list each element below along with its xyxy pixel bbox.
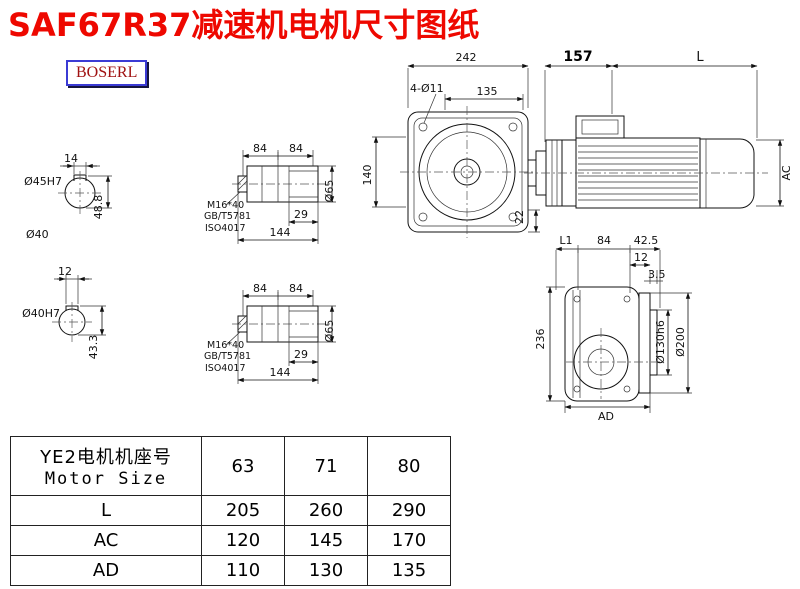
dim-L: L: [696, 50, 704, 65]
table-row-L: L 205 260 290: [10, 495, 451, 526]
dim-keyway-depth-45: 48.8: [92, 195, 105, 220]
table-cell: 135: [367, 555, 451, 586]
dim-242: 242: [456, 51, 477, 64]
brand-logo: BOSERL: [66, 60, 148, 86]
dim-L1: L1: [559, 234, 572, 247]
flange-spigot: [649, 309, 658, 376]
dim-84a: 84: [253, 282, 267, 295]
table-cell: 170: [367, 525, 451, 556]
table-cell: 205: [201, 495, 285, 526]
dim-135: 135: [477, 85, 498, 98]
dim-holes: 4-Ø11: [410, 82, 444, 95]
motor-size-label-en: Motor Size: [44, 469, 168, 489]
table-cell-size-80: 80: [367, 436, 451, 496]
dim-dia65: Ø65: [323, 320, 336, 343]
dim-keyway-width-45: 14: [64, 152, 78, 165]
dim-bore-40: Ø40H7: [22, 307, 60, 320]
view-shaft-end-45: 14 Ø45H7 48.8 Ø40: [24, 152, 112, 241]
table-cell: 120: [201, 525, 285, 556]
output-flange: [638, 292, 651, 394]
dim-flange: Ø200: [674, 327, 687, 357]
dim-12: 12: [634, 251, 648, 264]
bolt-standard-gb: GB/T5781: [204, 211, 251, 222]
page-title: SAF67R37减速机电机尺寸图纸: [8, 6, 480, 44]
dim-outer-40: Ø40: [26, 228, 49, 241]
table-cell-size-71: 71: [284, 436, 368, 496]
fan-cover: [699, 138, 755, 209]
view-front: 242 135 4-Ø11 157 L 140 22 AC: [361, 49, 793, 238]
dim-42-5: 42.5: [634, 234, 659, 247]
terminal-box: [575, 115, 625, 139]
dim-236: 236: [534, 329, 547, 350]
table-cell: 290: [367, 495, 451, 526]
table-cell-size-63: 63: [201, 436, 285, 496]
dim-keyway-width-40: 12: [58, 265, 72, 278]
bolt-standard-iso: ISO4017: [205, 363, 246, 374]
row-label: AD: [10, 555, 202, 586]
view-side: L1 84 42.5 12 3.5 236 Ø130h6 Ø200 AD: [534, 234, 692, 423]
view-shaft-detail-top: 84 84 29 144 Ø65 M16*40 GB/T5781 ISO4017: [204, 142, 336, 244]
dim-3-5: 3.5: [648, 268, 666, 281]
dim-144: 144: [270, 226, 291, 239]
table-cell: 260: [284, 495, 368, 526]
dim-29: 29: [294, 348, 308, 361]
bolt-spec: M16*40: [207, 200, 244, 211]
table-row-AC: AC 120 145 170: [10, 525, 451, 556]
dim-dia65: Ø65: [323, 180, 336, 203]
dim-keyway-depth-40: 43.3: [87, 335, 100, 360]
motor-size-label-cn: YE2电机机座号: [40, 447, 172, 468]
bolt-standard-gb: GB/T5781: [204, 351, 251, 362]
row-label: L: [10, 495, 202, 526]
dim-29: 29: [294, 208, 308, 221]
dim-140: 140: [361, 165, 374, 186]
dim-84: 84: [597, 234, 611, 247]
dim-144: 144: [270, 366, 291, 379]
table-row-AD: AD 110 130 135: [10, 555, 451, 586]
dim-AD: AD: [598, 410, 614, 423]
row-label: AC: [10, 525, 202, 556]
view-shaft-detail-bottom: 84 84 29 144 Ø65 M16*40 GB/T5781 ISO4017: [204, 282, 336, 384]
dim-157: 157: [563, 49, 592, 65]
dim-bore-45: Ø45H7: [24, 175, 62, 188]
dim-22: 22: [513, 210, 526, 224]
gearbox-face-circle: [418, 123, 516, 221]
housing-outline: [564, 286, 640, 402]
table-cell: 145: [284, 525, 368, 556]
view-shaft-end-40: 12 Ø40H7 43.3: [22, 265, 106, 359]
dim-84b: 84: [289, 142, 303, 155]
bolt-spec: M16*40: [207, 340, 244, 351]
dim-84b: 84: [289, 282, 303, 295]
table-cell: 130: [284, 555, 368, 586]
table-header-motor-size: YE2电机机座号 Motor Size: [10, 436, 202, 496]
table-cell: 110: [201, 555, 285, 586]
bolt-standard-iso: ISO4017: [205, 223, 246, 234]
dim-84a: 84: [253, 142, 267, 155]
dim-AC: AC: [780, 165, 793, 180]
dim-spigot: Ø130h6: [654, 320, 667, 364]
motor-size-table: YE2电机机座号 Motor Size 63 71 80 L 205 260 2…: [10, 436, 451, 586]
